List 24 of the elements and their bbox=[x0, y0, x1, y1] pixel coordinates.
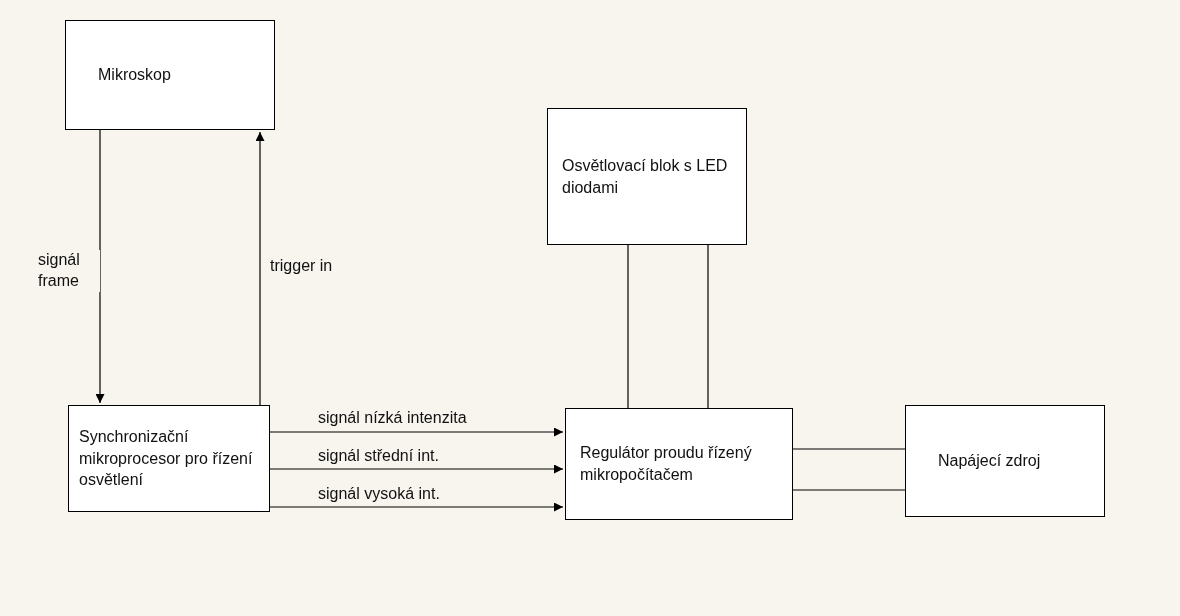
block-label: Napájecí zdroj bbox=[938, 451, 1042, 472]
block-label: Regulátor proudu řízený mikropočítačem bbox=[580, 443, 753, 485]
connector-line bbox=[707, 244, 709, 409]
arrow bbox=[255, 131, 265, 406]
connector-line bbox=[792, 448, 906, 450]
block-box bbox=[565, 408, 793, 520]
edge-label: signál frame bbox=[36, 250, 100, 292]
edge-label: trigger in bbox=[268, 256, 335, 277]
edge-label: signál vysoká int. bbox=[316, 484, 442, 505]
edge-label: signál nízká intenzita bbox=[316, 408, 469, 429]
block-box bbox=[68, 405, 270, 512]
connector-line bbox=[792, 489, 906, 491]
block-label: Mikroskop bbox=[98, 65, 172, 86]
arrow bbox=[269, 427, 564, 437]
arrow bbox=[269, 464, 564, 474]
arrow bbox=[95, 129, 105, 404]
block-box bbox=[65, 20, 275, 130]
block-label: Osvětlovací blok s LED diodami bbox=[562, 155, 729, 198]
connector-line bbox=[627, 244, 629, 409]
block-box bbox=[547, 108, 747, 245]
block-box bbox=[905, 405, 1105, 517]
arrow bbox=[269, 502, 564, 512]
edge-label: signál střední int. bbox=[316, 446, 441, 467]
block-label: Synchronizační mikroprocesor pro řízení osvětlení bbox=[79, 427, 254, 491]
